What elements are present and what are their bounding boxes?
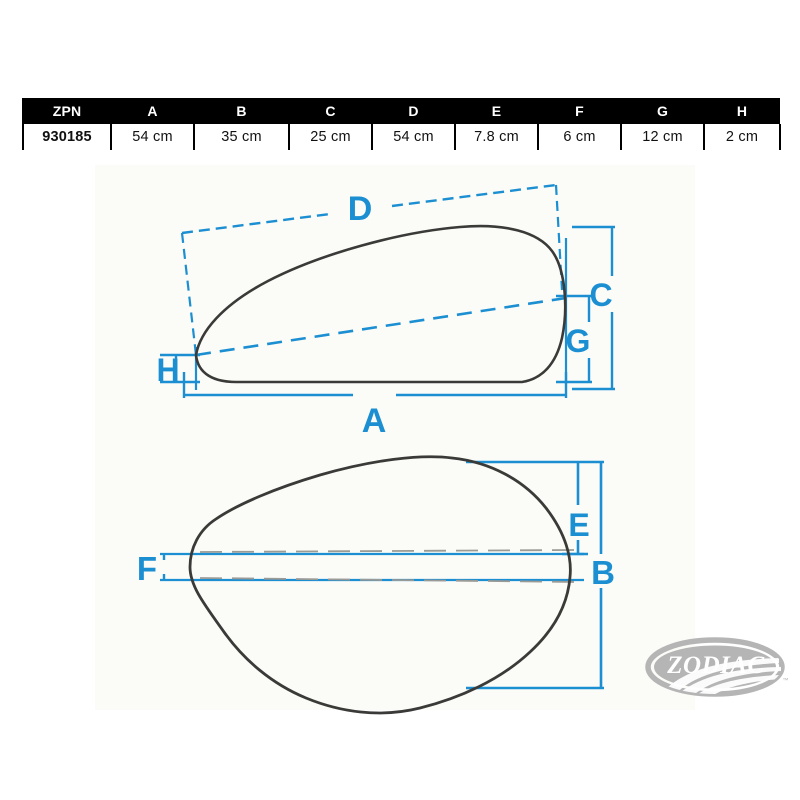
dimension-label-h: H [156,352,179,388]
dimension-f [160,549,584,583]
column-header-h: H [704,98,780,124]
spec-table-header: ZPN A B C D E F G H [23,98,780,124]
dimension-d-line-right [391,183,557,208]
side-view-center-axis [195,296,567,357]
dimension-label-g: G [566,323,591,359]
column-header-zpn: ZPN [23,98,111,124]
cell-g: 12 cm [620,124,705,150]
column-header-g: G [621,98,704,124]
cell-c: 25 cm [288,124,373,150]
column-header-b: B [194,98,289,124]
dimension-d-extension-left [180,232,198,356]
column-header-d: D [372,98,455,124]
cell-h: 2 cm [703,124,781,150]
dimension-d-line-left [181,212,331,235]
dimension-label-a: A [362,402,387,440]
dimension-a [182,372,568,398]
zodiac-logo: ZODIAC ™ [645,637,789,697]
fuel-tank-top-view [160,455,604,715]
dimension-label-c: C [589,277,612,313]
logo-swoosh-2 [675,667,781,694]
column-header-f: F [538,98,621,124]
cell-e: 7.8 cm [454,124,539,150]
cell-zpn: 930185 [22,124,112,150]
drawing-backdrop [95,165,695,710]
dimension-label-f: F [137,550,157,587]
dimension-c [572,225,615,391]
column-header-c: C [289,98,372,124]
spec-table-body: 930185 54 cm 35 cm 25 cm 54 cm 7.8 cm 6 … [22,124,781,150]
logo-trademark-symbol: ™ [783,677,789,684]
cell-b: 35 cm [193,124,290,150]
cell-a: 54 cm [110,124,195,150]
spec-table: ZPN A B C D E F G H 930185 54 cm 35 cm 2… [22,98,781,150]
dimension-labels: D C G H A E B F [137,190,615,591]
cell-f: 6 cm [537,124,622,150]
fuel-tank-side-view [160,183,615,398]
spec-table-header-row: ZPN A B C D E F G H [23,98,780,124]
column-header-a: A [111,98,194,124]
cell-d: 54 cm [371,124,456,150]
dimension-label-e: E [568,507,589,543]
logo-swoosh-3 [691,675,782,694]
table-row: 930185 54 cm 35 cm 25 cm 54 cm 7.8 cm 6 … [22,124,781,150]
dimension-h [160,347,200,390]
dimension-b [466,460,604,690]
dimension-label-b: B [591,554,615,591]
tank-dimension-drawing: D C G H A E B F [95,165,695,715]
side-view-tank-outline [194,224,567,384]
column-header-e: E [455,98,538,124]
top-view-tank-outline [188,455,572,715]
logo-wordmark: ZODIAC [666,652,764,679]
dimension-label-d: D [348,190,373,228]
